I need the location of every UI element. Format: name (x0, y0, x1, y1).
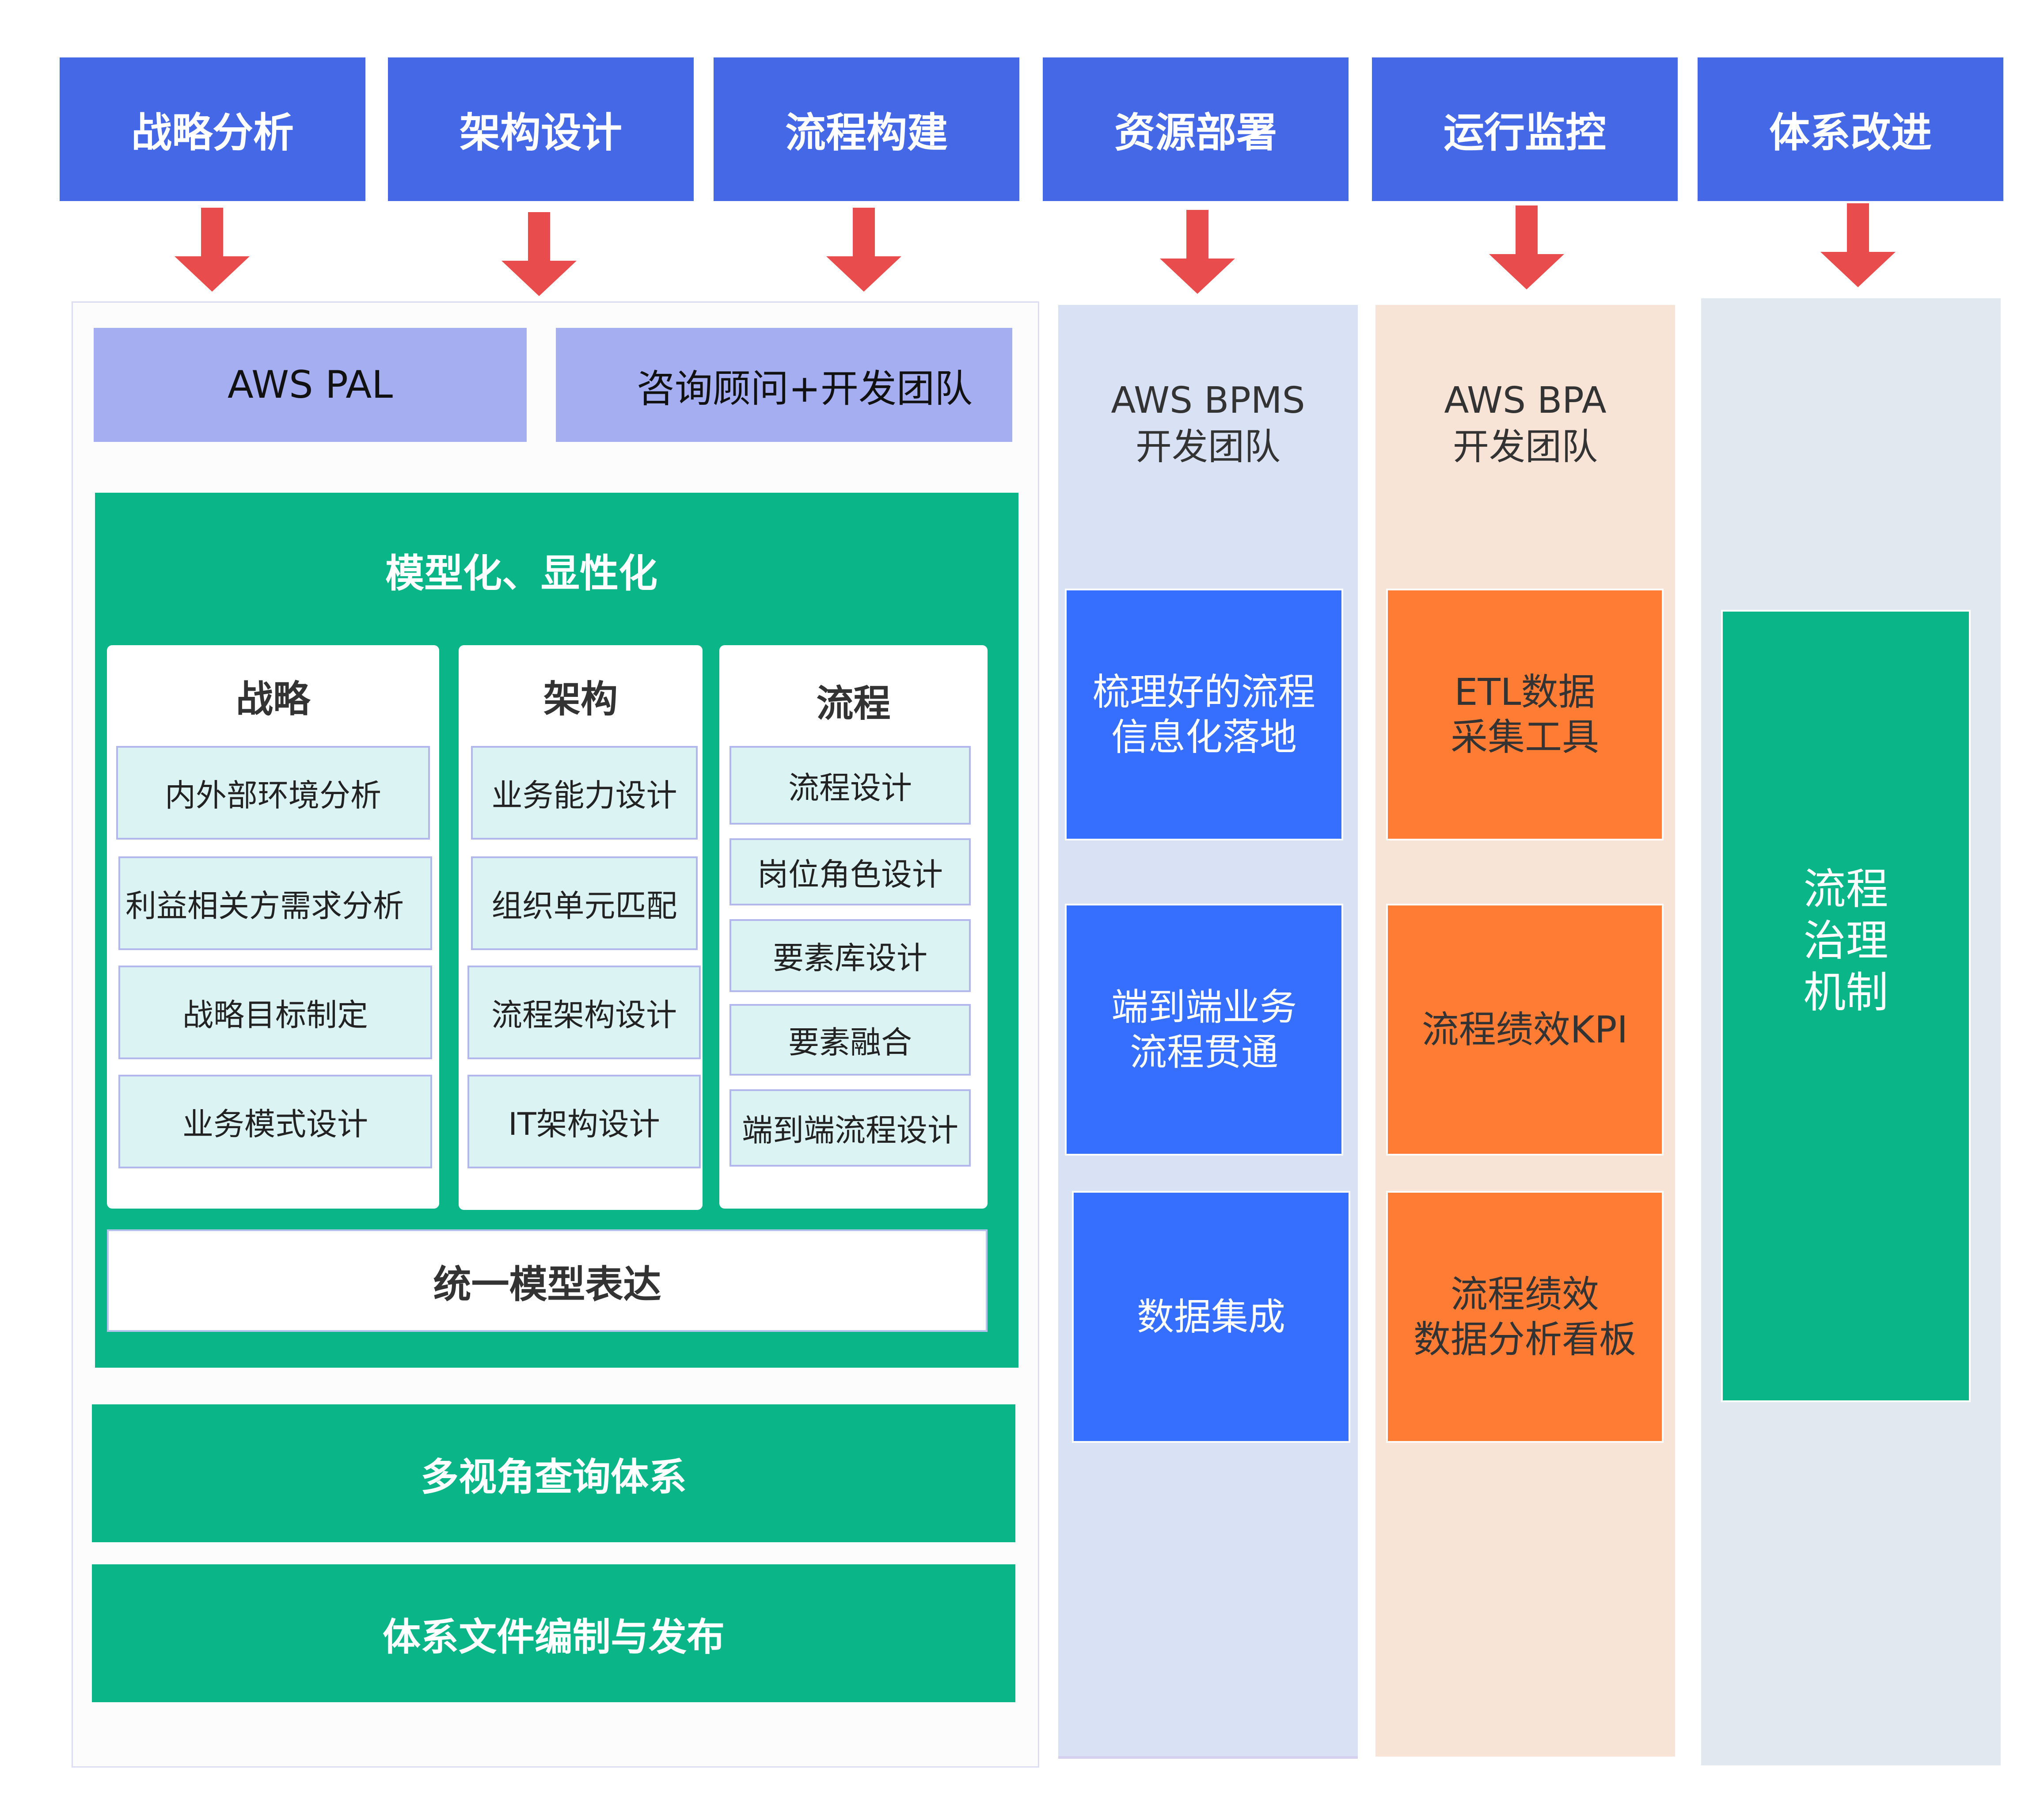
tool-consultants-dev-team: 咨询顾问+开发团队 (556, 328, 1012, 442)
arrow-down-icon (1820, 203, 1896, 287)
box-line: 流程绩效KPI (1421, 1008, 1628, 1051)
stage-label: 架构设计 (459, 109, 622, 156)
stage-process-build: 流程构建 (714, 57, 1019, 201)
card-title-process: 流程 (816, 681, 891, 725)
item-label: 岗位角色设计 (757, 856, 943, 893)
item-label: 内外部环境分析 (165, 777, 381, 814)
bpms-box-process-informatization: 梳理好的流程 信息化落地 (1065, 589, 1343, 840)
multi-view-query-system: 多视角查询体系 (92, 1404, 1015, 1542)
card-title-strategy: 战略 (236, 677, 310, 721)
item-stakeholder-needs: 利益相关方需求分析 (118, 856, 432, 950)
bpms-box-data-integration: 数据集成 (1072, 1191, 1350, 1443)
box-line: 梳理好的流程 (1092, 670, 1315, 714)
bar-label: 体系文件编制与发布 (383, 1615, 725, 1659)
item-label: 端到端流程设计 (742, 1112, 958, 1148)
bpa-box-etl-tool: ETL数据 采集工具 (1386, 589, 1664, 840)
bpa-box-process-kpi: 流程绩效KPI (1386, 904, 1664, 1156)
unified-label: 统一模型表达 (433, 1262, 661, 1307)
unified-model-expression: 统一模型表达 (107, 1229, 988, 1332)
team-line: 开发团队 (1135, 426, 1280, 468)
item-strategic-goals: 战略目标制定 (118, 966, 432, 1059)
bpa-box-kpi-dashboard: 流程绩效 数据分析看板 (1386, 1191, 1664, 1443)
box-line: 数据集成 (1136, 1295, 1285, 1339)
stage-label: 流程构建 (785, 109, 948, 156)
modeling-title: 模型化、显性化 (385, 550, 657, 596)
card-title-architecture: 架构 (543, 677, 618, 721)
tool-aws-pal: AWS PAL (94, 328, 527, 442)
bpms-team-label: AWS BPMS 开发团队 (1058, 376, 1358, 473)
team-line: AWS BPMS (1111, 380, 1305, 422)
stage-label: 运行监控 (1443, 109, 1606, 156)
box-line: 采集工具 (1450, 715, 1599, 759)
item-label: 要素融合 (788, 1024, 912, 1061)
item-process-design: 流程设计 (729, 746, 971, 825)
bar-label: 多视角查询体系 (421, 1455, 687, 1499)
stage-architecture-design: 架构设计 (388, 57, 694, 201)
arrow-down-icon (502, 212, 577, 296)
stage-label: 体系改进 (1769, 109, 1932, 156)
item-label: 组织单元匹配 (491, 887, 677, 924)
item-label: 利益相关方需求分析 (125, 887, 404, 924)
tool-label: AWS PAL (227, 363, 393, 407)
item-e2e-process-design: 端到端流程设计 (729, 1089, 971, 1167)
stage-strategy-analysis: 战略分析 (60, 57, 365, 201)
governance-mechanism-box: 流程 治理 机制 (1721, 610, 1971, 1402)
stage-resource-deploy: 资源部署 (1043, 57, 1349, 201)
item-internal-external-analysis: 内外部环境分析 (116, 746, 430, 840)
box-line: ETL数据 (1454, 670, 1596, 714)
team-line: 开发团队 (1452, 426, 1598, 468)
stage-operation-monitor: 运行监控 (1372, 57, 1678, 201)
stage-label: 资源部署 (1114, 109, 1277, 156)
arrow-down-icon (1489, 205, 1564, 289)
arrow-down-icon (1160, 210, 1235, 294)
box-line: 信息化落地 (1111, 715, 1297, 759)
item-label: 要素库设计 (773, 940, 927, 976)
box-line: 数据分析看板 (1413, 1318, 1636, 1361)
arrow-down-icon (826, 208, 901, 292)
system-doc-publish: 体系文件编制与发布 (92, 1564, 1015, 1702)
item-label: 流程架构设计 (491, 996, 677, 1033)
bpa-team-label: AWS BPA 开发团队 (1375, 376, 1675, 473)
arrow-down-icon (175, 208, 250, 292)
box-line: 流程 (1803, 864, 1888, 914)
item-it-architecture: IT架构设计 (467, 1075, 701, 1168)
item-element-library: 要素库设计 (729, 919, 971, 992)
box-line: 治理 (1803, 916, 1888, 966)
item-label: 业务模式设计 (182, 1106, 368, 1142)
bpms-box-e2e-connection: 端到端业务 流程贯通 (1065, 904, 1343, 1156)
box-line: 流程贯通 (1129, 1031, 1278, 1074)
item-capability-design: 业务能力设计 (471, 746, 698, 840)
tool-label: 咨询顾问+开发团队 (636, 366, 973, 411)
item-org-unit-match: 组织单元匹配 (471, 856, 698, 950)
item-role-design: 岗位角色设计 (729, 838, 971, 905)
item-label: 业务能力设计 (491, 777, 677, 814)
item-label: 流程设计 (788, 769, 912, 806)
box-line: 流程绩效 (1450, 1272, 1599, 1316)
item-business-model: 业务模式设计 (118, 1075, 432, 1168)
box-line: 端到端业务 (1111, 985, 1297, 1029)
stage-system-improve: 体系改进 (1698, 57, 2003, 201)
item-label: 战略目标制定 (182, 996, 368, 1033)
item-process-architecture: 流程架构设计 (467, 966, 701, 1059)
item-element-fusion: 要素融合 (729, 1004, 971, 1076)
item-label: IT架构设计 (508, 1106, 660, 1142)
stage-label: 战略分析 (131, 109, 294, 156)
team-line: AWS BPA (1444, 380, 1607, 422)
box-line: 机制 (1803, 968, 1888, 1018)
